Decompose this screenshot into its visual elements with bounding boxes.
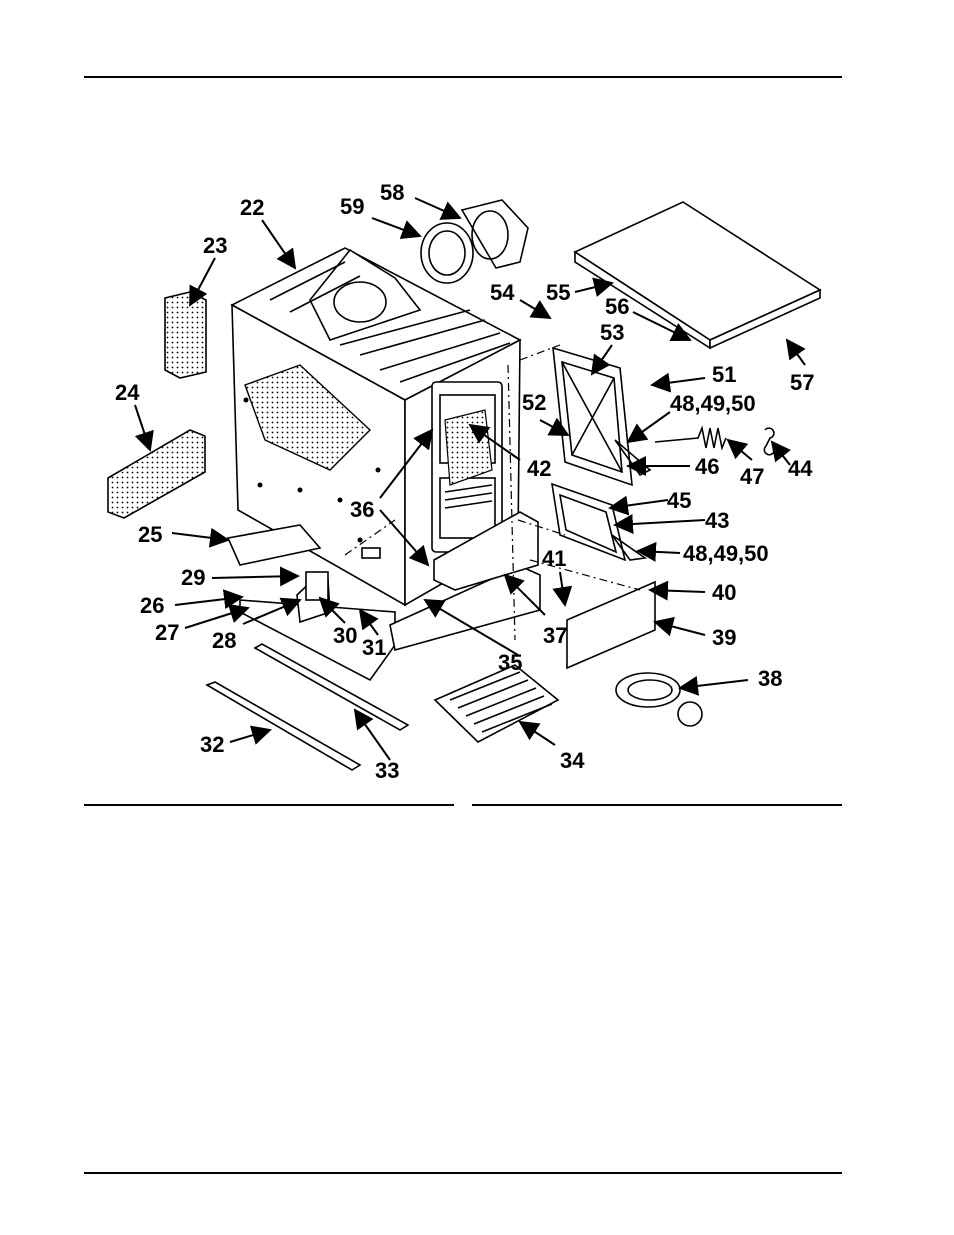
callout-33: 33: [375, 758, 399, 783]
callout-27: 27: [155, 620, 179, 645]
callout-36: 36: [350, 497, 374, 522]
callout-32: 32: [200, 732, 224, 757]
callout-48-49-50-lower: 48,49,50: [683, 541, 769, 566]
callout-40: 40: [712, 580, 736, 605]
callout-41: 41: [542, 546, 566, 571]
springs: [655, 428, 774, 455]
callout-42: 42: [527, 456, 551, 481]
callout-47: 47: [740, 464, 764, 489]
flue-collar: [421, 200, 528, 283]
callout-55: 55: [546, 280, 570, 305]
callout-23: 23: [203, 233, 227, 258]
callout-48-49-50-upper: 48,49,50: [670, 391, 756, 416]
callout-53: 53: [600, 320, 624, 345]
callout-26: 26: [140, 593, 164, 618]
callout-43: 43: [705, 508, 729, 533]
ash-shield: [567, 582, 655, 668]
callout-51: 51: [712, 362, 736, 387]
callout-59: 59: [340, 194, 364, 219]
callout-45: 45: [667, 488, 691, 513]
callout-37: 37: [543, 623, 567, 648]
callout-29: 29: [181, 565, 205, 590]
callout-58: 58: [380, 180, 404, 205]
callout-22: 22: [240, 195, 264, 220]
thermostat-coil: [616, 673, 702, 726]
callout-35: 35: [498, 650, 522, 675]
callout-39: 39: [712, 625, 736, 650]
callout-44: 44: [788, 456, 813, 481]
callout-30: 30: [333, 623, 357, 648]
callout-28: 28: [212, 628, 236, 653]
callout-38: 38: [758, 666, 782, 691]
callout-31: 31: [362, 635, 386, 660]
callout-57: 57: [790, 370, 814, 395]
callout-34: 34: [560, 748, 585, 773]
callout-46: 46: [695, 454, 719, 479]
callout-24: 24: [115, 380, 140, 405]
callout-56: 56: [605, 294, 629, 319]
callout-25: 25: [138, 522, 162, 547]
callout-54: 54: [490, 280, 515, 305]
callout-52: 52: [522, 390, 546, 415]
upper-door: [553, 348, 650, 485]
insulation-bricks: [108, 292, 206, 518]
